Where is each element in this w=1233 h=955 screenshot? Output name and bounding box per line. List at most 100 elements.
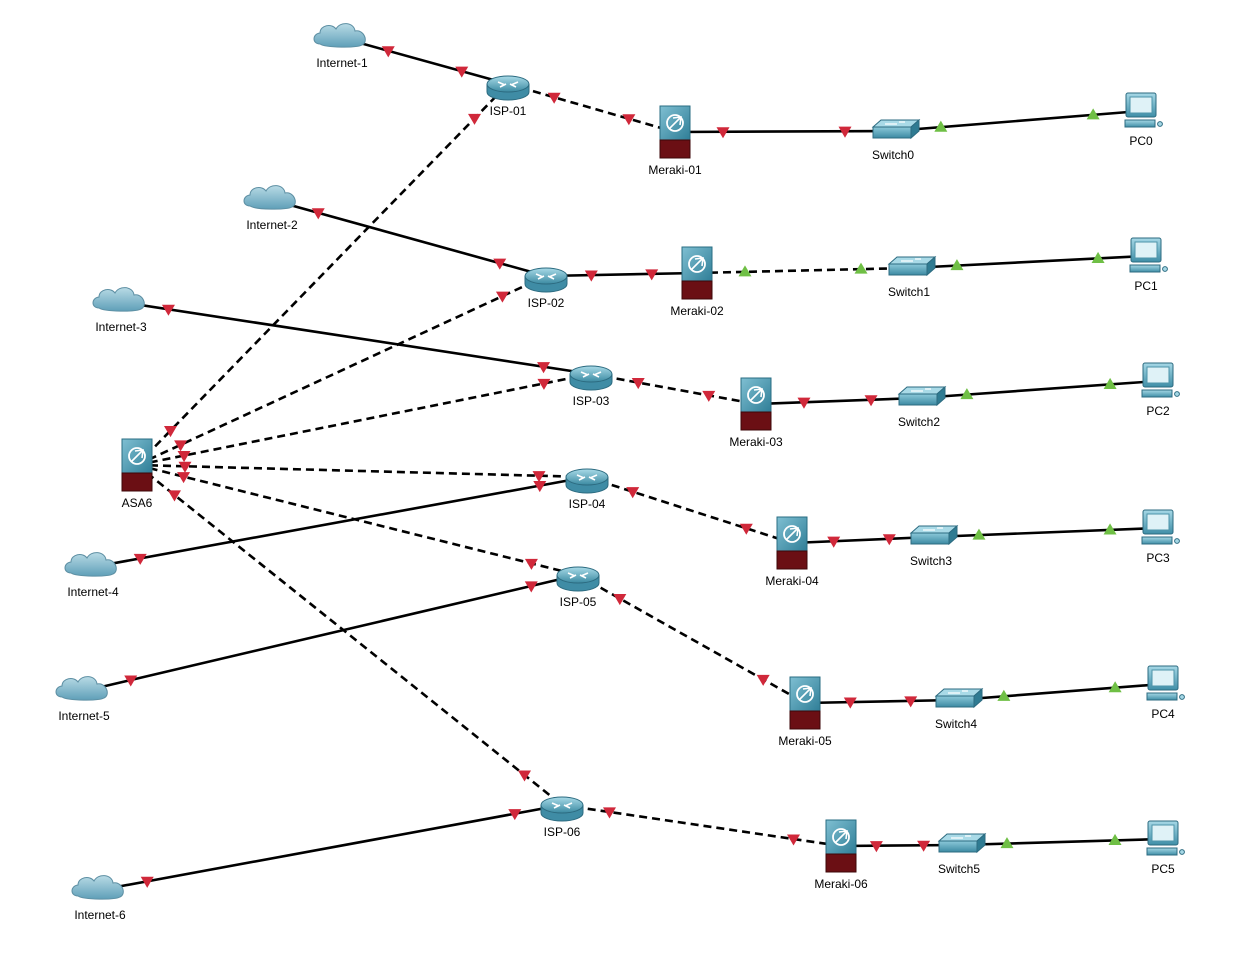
node-meraki-03[interactable]: Meraki-03 <box>729 377 783 449</box>
node-label: ISP-02 <box>528 296 565 310</box>
port-down-indicator <box>174 440 188 452</box>
link-isp-06-meraki-06[interactable] <box>561 803 842 848</box>
router-icon <box>569 365 613 391</box>
cloud-icon <box>243 185 296 210</box>
node-pc5[interactable]: PC5 <box>1146 820 1185 876</box>
port-down-indicator <box>518 770 532 782</box>
port-down-indicator <box>547 92 561 104</box>
port-up-indicator <box>950 259 964 271</box>
node-switch0[interactable]: Switch0 <box>871 118 921 162</box>
node-meraki-06[interactable]: Meraki-06 <box>814 819 868 891</box>
link-isp-04-meraki-04[interactable] <box>586 475 793 545</box>
link-isp-01-meraki-01[interactable] <box>507 82 676 134</box>
node-isp-05[interactable]: ISP-05 <box>556 566 600 609</box>
node-switch2[interactable]: Switch2 <box>897 385 947 429</box>
port-up-indicator <box>854 262 868 274</box>
node-internet-2[interactable]: Internet-2 <box>243 185 298 232</box>
node-internet-4[interactable]: Internet-4 <box>64 552 119 599</box>
node-isp-06[interactable]: ISP-06 <box>540 796 584 839</box>
link-isp-03-meraki-03[interactable] <box>590 372 757 406</box>
node-pc4[interactable]: PC4 <box>1146 665 1185 721</box>
node-pc0[interactable]: PC0 <box>1124 92 1163 148</box>
node-meraki-05[interactable]: Meraki-05 <box>778 676 832 748</box>
node-internet-1[interactable]: Internet-1 <box>313 23 368 70</box>
cloud-icon <box>92 287 145 312</box>
port-down-indicator <box>622 114 636 126</box>
node-label: PC3 <box>1146 551 1170 565</box>
node-pc3[interactable]: PC3 <box>1141 509 1180 565</box>
port-status-layer <box>124 46 1122 888</box>
node-label: ISP-03 <box>573 394 610 408</box>
port-down-indicator <box>177 451 191 463</box>
link-asa6-isp-02[interactable] <box>136 274 547 467</box>
link-switch0-pc0[interactable] <box>892 109 1142 133</box>
link-isp-05-meraki-05[interactable] <box>577 573 806 705</box>
node-isp-01[interactable]: ISP-01 <box>486 75 530 118</box>
link-internet-5-isp-05[interactable] <box>83 573 579 693</box>
link-switch3-pc3[interactable] <box>930 526 1159 539</box>
node-meraki-04[interactable]: Meraki-04 <box>765 516 819 588</box>
link-switch5-pc5[interactable] <box>958 837 1164 847</box>
link-asa6-isp-01[interactable] <box>136 83 509 466</box>
link-internet-4-isp-04[interactable] <box>92 475 588 569</box>
port-down-indicator <box>455 66 469 78</box>
node-isp-03[interactable]: ISP-03 <box>569 365 613 408</box>
port-up-indicator <box>1108 681 1122 693</box>
port-down-indicator <box>537 378 551 390</box>
node-pc2[interactable]: PC2 <box>1141 362 1180 418</box>
node-switch5[interactable]: Switch5 <box>937 832 987 876</box>
link-asa6-isp-04[interactable] <box>136 463 588 479</box>
link-meraki-02-switch1[interactable] <box>696 266 910 275</box>
port-down-indicator <box>904 696 918 708</box>
node-switch4[interactable]: Switch4 <box>934 687 984 731</box>
node-switch1[interactable]: Switch1 <box>887 255 937 299</box>
node-asa6[interactable]: ASA6 <box>121 438 153 510</box>
port-down-indicator <box>917 840 931 852</box>
link-switch1-pc1[interactable] <box>908 254 1147 270</box>
port-down-indicator <box>495 291 509 303</box>
pc-icon <box>1129 237 1168 273</box>
port-up-indicator <box>1108 833 1122 845</box>
link-asa6-isp-06[interactable] <box>136 463 563 807</box>
node-isp-04[interactable]: ISP-04 <box>565 468 609 511</box>
port-down-indicator <box>584 270 598 282</box>
port-down-indicator <box>716 127 730 139</box>
node-meraki-01[interactable]: Meraki-01 <box>648 105 702 177</box>
port-up-indicator <box>1103 377 1117 389</box>
link-internet-3-isp-03[interactable] <box>120 300 592 376</box>
node-label: Switch1 <box>888 285 930 299</box>
node-pc1[interactable]: PC1 <box>1129 237 1168 293</box>
port-down-indicator <box>124 675 138 687</box>
port-down-indicator <box>163 426 177 438</box>
link-meraki-04-switch3[interactable] <box>791 535 932 545</box>
link-internet-6-isp-06[interactable] <box>99 803 563 892</box>
port-down-indicator <box>882 534 896 546</box>
link-switch4-pc4[interactable] <box>955 682 1164 702</box>
link-asa6-isp-03[interactable] <box>136 372 592 467</box>
node-label: PC0 <box>1129 134 1153 148</box>
link-meraki-05-switch4[interactable] <box>804 698 957 705</box>
port-down-indicator <box>838 126 852 138</box>
link-internet-2-isp-02[interactable] <box>271 198 547 278</box>
node-internet-5[interactable]: Internet-5 <box>55 676 110 723</box>
port-down-indicator <box>508 809 522 821</box>
node-label: ISP-05 <box>560 595 597 609</box>
node-meraki-02[interactable]: Meraki-02 <box>670 246 724 318</box>
router-icon <box>565 468 609 494</box>
link-isp-02-meraki-02[interactable] <box>545 271 698 278</box>
node-label: Internet-5 <box>58 709 110 723</box>
link-meraki-03-switch2[interactable] <box>755 396 920 406</box>
link-internet-1-isp-01[interactable] <box>341 36 509 86</box>
node-internet-3[interactable]: Internet-3 <box>92 287 147 334</box>
switch-icon <box>897 385 947 407</box>
devices-layer: Internet-1Internet-2Internet-3Internet-4… <box>55 23 1185 922</box>
link-asa6-isp-05[interactable] <box>136 463 579 577</box>
node-switch3[interactable]: Switch3 <box>909 524 959 568</box>
node-label: Meraki-03 <box>729 435 783 449</box>
node-internet-6[interactable]: Internet-6 <box>71 875 126 922</box>
node-label: ISP-06 <box>544 825 581 839</box>
router-icon <box>540 796 584 822</box>
node-isp-02[interactable]: ISP-02 <box>524 267 568 310</box>
link-switch2-pc2[interactable] <box>918 379 1159 400</box>
link-meraki-01-switch0[interactable] <box>674 129 894 134</box>
